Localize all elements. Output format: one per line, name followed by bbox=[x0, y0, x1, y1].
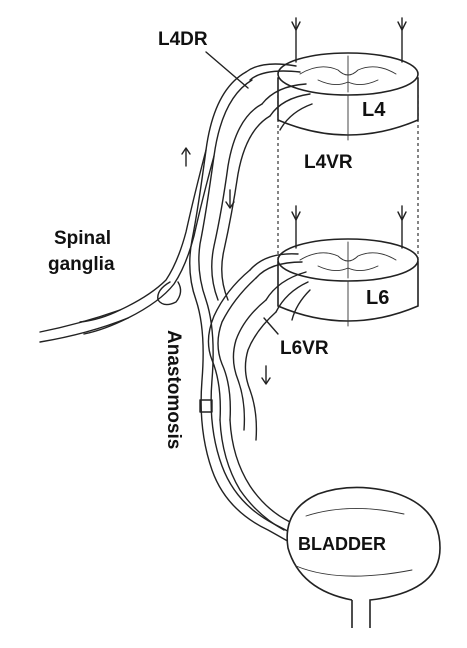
l4-nerve-roots bbox=[245, 63, 313, 131]
label-l4vr: L4VR bbox=[304, 152, 353, 173]
descending-arrows bbox=[291, 17, 407, 249]
label-bladder: BLADDER bbox=[298, 534, 386, 554]
label-l6: L6 bbox=[366, 287, 389, 309]
label-spinal-ganglia-line2: ganglia bbox=[48, 254, 115, 275]
leader-l4dr bbox=[205, 51, 249, 89]
spinal-cord-segment-l6 bbox=[277, 238, 419, 327]
fibre-direction-arrows bbox=[181, 147, 271, 385]
label-l4: L4 bbox=[362, 99, 386, 121]
leader-l6vr bbox=[263, 317, 279, 335]
label-spinal-ganglia-line1: Spinal bbox=[54, 228, 111, 249]
bladder bbox=[286, 486, 441, 628]
l6-nerve-roots bbox=[249, 253, 311, 321]
ganglia-branch bbox=[39, 149, 215, 343]
label-l6vr: L6VR bbox=[280, 338, 329, 359]
label-l4dr: L4DR bbox=[158, 29, 208, 50]
cord-connector bbox=[277, 95, 419, 262]
spinal-cord-segment-l4 bbox=[277, 52, 419, 141]
l6-anastomosis-bundle bbox=[199, 269, 291, 531]
label-anastomosis: Anastomosis bbox=[163, 330, 184, 449]
